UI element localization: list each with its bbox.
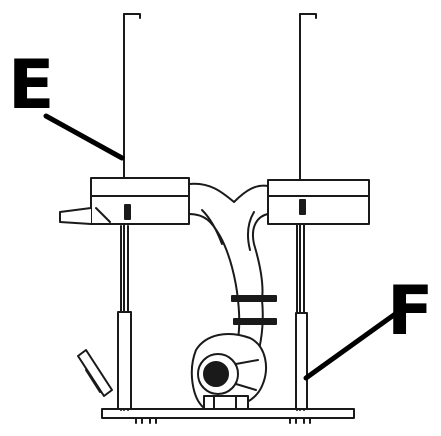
leader-line-f	[303, 309, 401, 381]
angled-lever	[77, 349, 113, 397]
base-plate	[101, 408, 355, 424]
callout-label-e: E	[8, 46, 55, 125]
left-clamp	[59, 177, 190, 225]
pump-motor	[190, 333, 267, 410]
leader-line-e	[43, 113, 125, 161]
right-clamp	[267, 179, 370, 225]
y-tube	[188, 182, 269, 301]
callout-label-f: F	[387, 272, 434, 351]
